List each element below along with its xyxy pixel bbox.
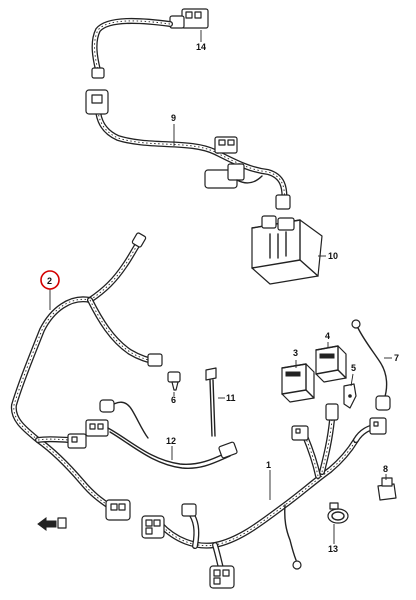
sub-harness-9 [85, 8, 291, 210]
socket-6 [167, 371, 181, 391]
connector-12a [85, 419, 109, 437]
callout-5: 5 [351, 363, 356, 373]
clip-5 [343, 383, 357, 409]
callout-6: 6 [171, 395, 176, 405]
connector-1a [291, 425, 309, 441]
connector-9c [214, 136, 238, 154]
callout-labels: 14 9 10 2 3 4 5 6 7 11 12 1 8 13 [40, 42, 399, 554]
callout-9: 9 [171, 113, 176, 123]
connector-1b [325, 403, 339, 421]
callout-13: 13 [328, 544, 338, 554]
main-harness-2 [10, 232, 163, 521]
relay-4 [315, 345, 347, 383]
main-harness-1 [141, 403, 387, 589]
callout-4: 4 [325, 331, 330, 341]
connector-9b [85, 89, 109, 115]
connector-small-9a [91, 67, 105, 79]
relay-3 [281, 363, 315, 403]
direction-arrow-icon [37, 517, 67, 531]
leader-lines [49, 30, 392, 544]
sub-harness-12 [85, 399, 238, 470]
callout-11: 11 [226, 393, 236, 403]
connector-12c [99, 399, 115, 413]
ground-wire-7 [351, 319, 391, 411]
connector-12b [218, 441, 238, 459]
callout-10: 10 [328, 251, 338, 261]
connector-1d [141, 515, 165, 539]
clamp-13 [327, 502, 349, 524]
connector-1c [369, 417, 387, 435]
callout-8: 8 [383, 464, 388, 474]
cable-tie-11 [205, 367, 217, 437]
callout-1: 1 [266, 460, 271, 470]
callout-7: 7 [394, 353, 399, 363]
connector-2b [105, 499, 131, 521]
fuse-8 [377, 477, 397, 501]
connector-9d [204, 163, 263, 189]
callout-2-highlight-ring [40, 270, 60, 290]
callout-12: 12 [166, 436, 176, 446]
callout-3: 3 [293, 348, 298, 358]
connector-14 [169, 8, 209, 29]
connector-1e [209, 565, 235, 589]
callout-14: 14 [196, 42, 206, 52]
control-unit-10 [251, 215, 323, 285]
connector-2a [67, 433, 87, 449]
callout-2: 2 [47, 276, 52, 286]
